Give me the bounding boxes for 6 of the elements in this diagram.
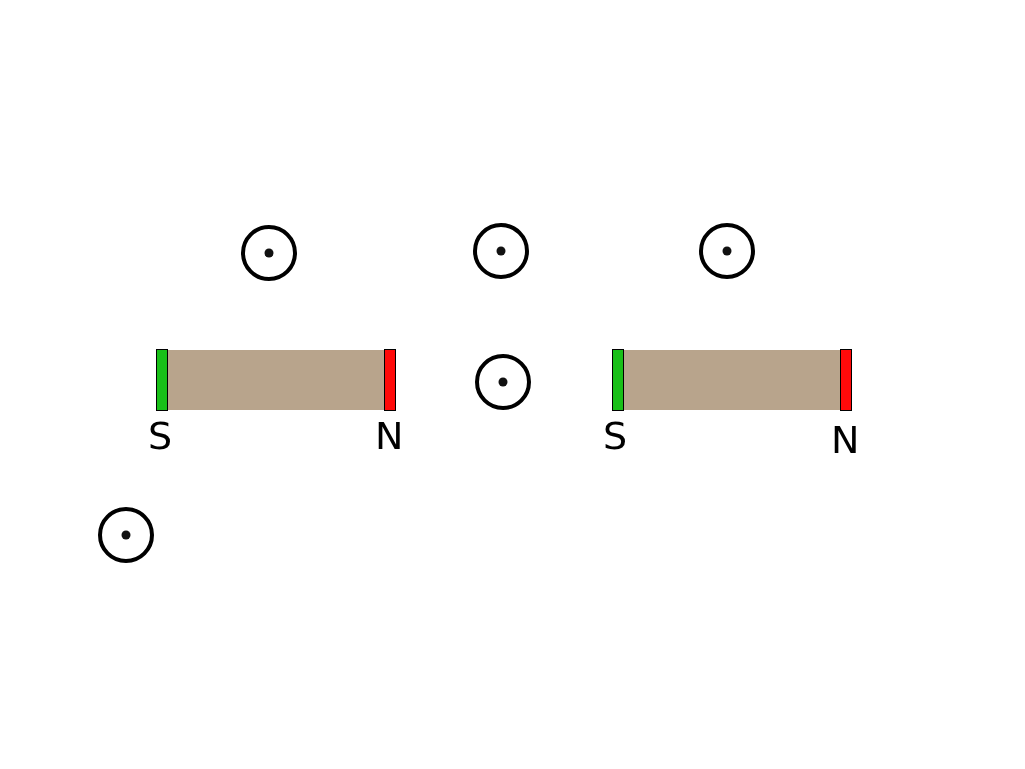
magnet-bar bbox=[623, 350, 841, 410]
pole-label: N bbox=[831, 421, 860, 459]
pole-label: S bbox=[148, 417, 173, 455]
pole-label: N bbox=[375, 417, 404, 455]
magnet-bar bbox=[167, 350, 385, 410]
pole-label: S bbox=[603, 417, 628, 455]
